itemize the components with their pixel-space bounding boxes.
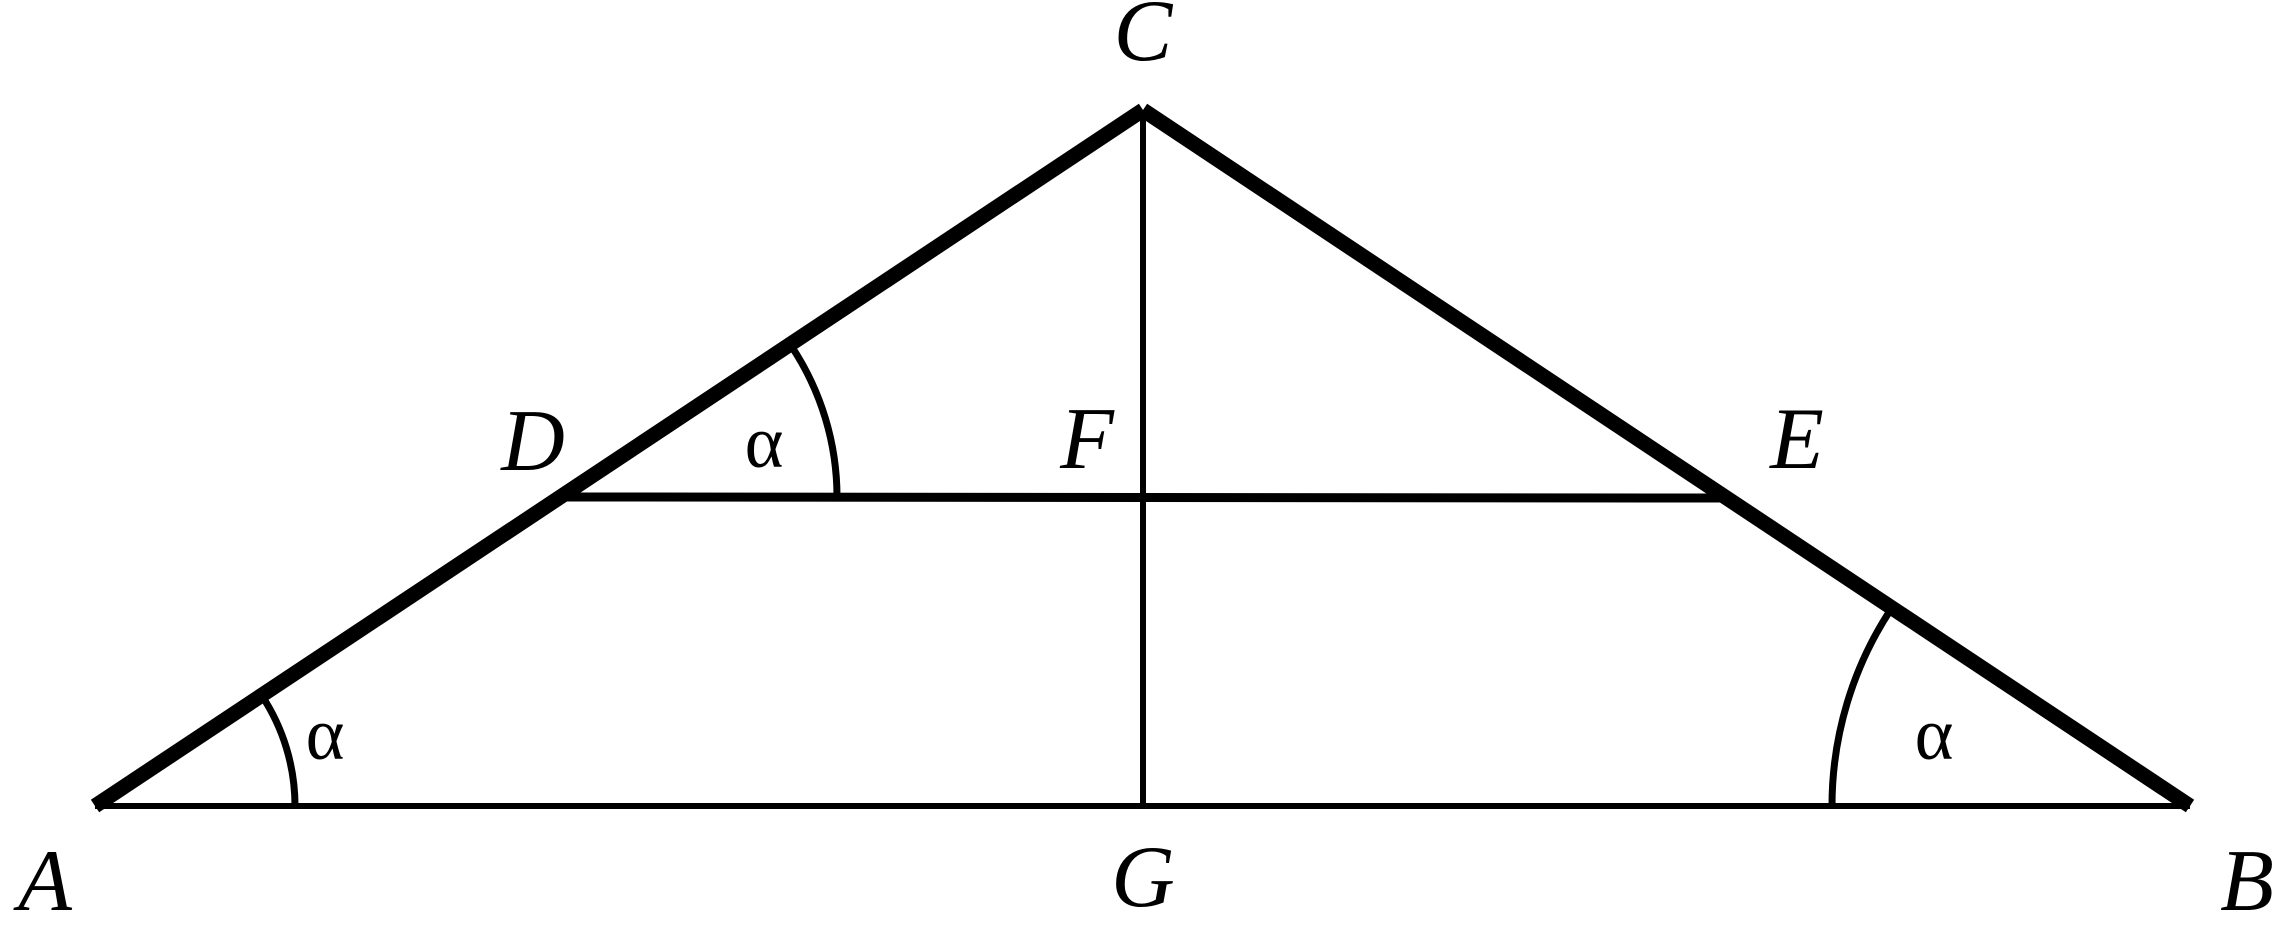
angle-arc-at-D xyxy=(788,344,841,498)
side-AC xyxy=(90,103,1148,813)
angle-arc-group xyxy=(258,344,1895,807)
vertex-label-F: F xyxy=(1059,391,1115,488)
vertex-label-E: E xyxy=(1768,391,1824,488)
vertex-label-C: C xyxy=(1114,0,1174,80)
angle-label-at-D: α xyxy=(745,402,784,484)
vertex-label-D: D xyxy=(500,393,565,490)
vertex-label-group: A B C D E F G xyxy=(13,0,2274,930)
side-BC xyxy=(1138,103,2195,813)
angle-label-at-A: α xyxy=(306,694,345,776)
vertex-label-A: A xyxy=(13,833,73,930)
vertex-label-G: G xyxy=(1111,829,1175,926)
vertex-label-B: B xyxy=(2220,833,2274,930)
angle-label-at-B: α xyxy=(1915,694,1954,776)
angle-arc-at-A xyxy=(258,693,299,807)
angle-arc-at-B xyxy=(1828,605,1895,807)
segment-DE xyxy=(564,492,1724,503)
angle-label-group: α α α xyxy=(306,402,1954,776)
segment-group xyxy=(90,103,2195,813)
